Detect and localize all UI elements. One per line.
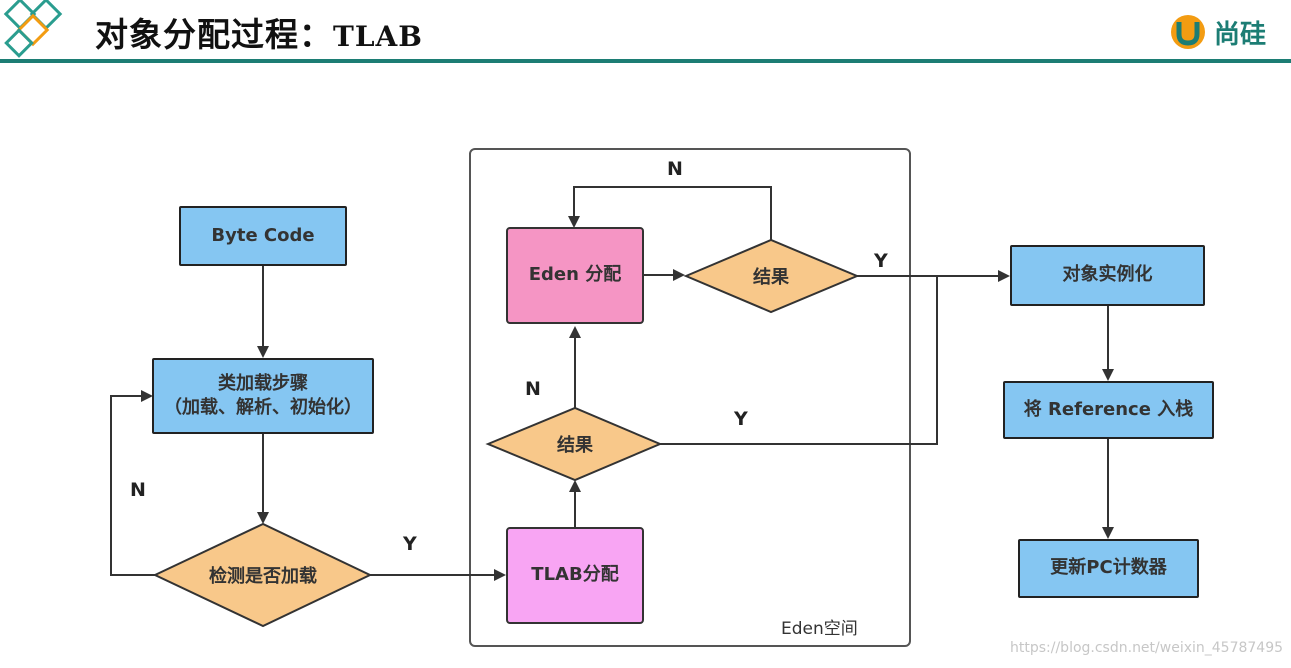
node-eden-alloc: Eden 分配	[506, 227, 644, 324]
decision-result-upper	[683, 238, 860, 314]
edge-label-n-middle: N	[525, 378, 541, 400]
node-byte-code-label: Byte Code	[211, 224, 315, 246]
decision-result-lower-label: 结果	[557, 435, 593, 456]
node-object-instance-label: 对象实例化	[1062, 264, 1153, 286]
node-class-loading: 类加载步骤 （加载、解析、初始化）	[152, 358, 374, 434]
brand-name: 尚硅	[1214, 20, 1267, 50]
node-tlab-alloc: TLAB分配	[506, 527, 644, 624]
edge-check-n-loop	[110, 390, 155, 576]
header-divider	[0, 59, 1291, 63]
decision-result-upper-label: 结果	[753, 267, 789, 288]
edge-result-n-loop	[568, 186, 772, 240]
decision-result-lower	[485, 406, 663, 482]
page-title-cn: 对象分配过程：	[95, 15, 333, 54]
edge-label-y-bottom: Y	[403, 533, 417, 555]
page-title: 对象分配过程：TLAB	[95, 8, 423, 56]
decision-check-loaded-label: 检测是否加载	[209, 566, 317, 587]
page-title-en: TLAB	[333, 20, 423, 53]
watermark-url: https://blog.csdn.net/weixin_45787495	[1010, 640, 1284, 656]
brand-u-icon	[1171, 15, 1205, 49]
decision-check-loaded	[152, 522, 373, 628]
node-push-reference: 将 Reference 入栈	[1003, 381, 1214, 439]
edge-result-y-right	[660, 276, 938, 445]
node-tlab-alloc-label: TLAB分配	[531, 564, 619, 586]
edge-label-y-middle: Y	[734, 408, 748, 430]
diamond-logo-icon	[3, 0, 63, 58]
node-class-loading-line2: （加载、解析、初始化）	[164, 397, 362, 418]
edge-label-n-top: N	[667, 158, 683, 180]
node-eden-alloc-label: Eden 分配	[528, 264, 622, 286]
node-object-instance: 对象实例化	[1010, 245, 1205, 306]
edge-label-y-upper: Y	[874, 250, 888, 272]
node-class-loading-line1: 类加载步骤	[218, 372, 308, 394]
node-push-reference-label: 将 Reference 入栈	[1023, 398, 1194, 420]
eden-space-label: Eden空间	[781, 619, 858, 639]
node-byte-code: Byte Code	[179, 206, 347, 266]
header: 对象分配过程：TLAB 尚硅	[0, 0, 1291, 64]
edge-label-n-left: N	[130, 479, 146, 501]
brand-logo: 尚硅	[1168, 8, 1266, 52]
eden-space-region	[469, 148, 911, 647]
node-update-pc-label: 更新PC计数器	[1050, 557, 1167, 579]
node-update-pc: 更新PC计数器	[1018, 539, 1199, 598]
